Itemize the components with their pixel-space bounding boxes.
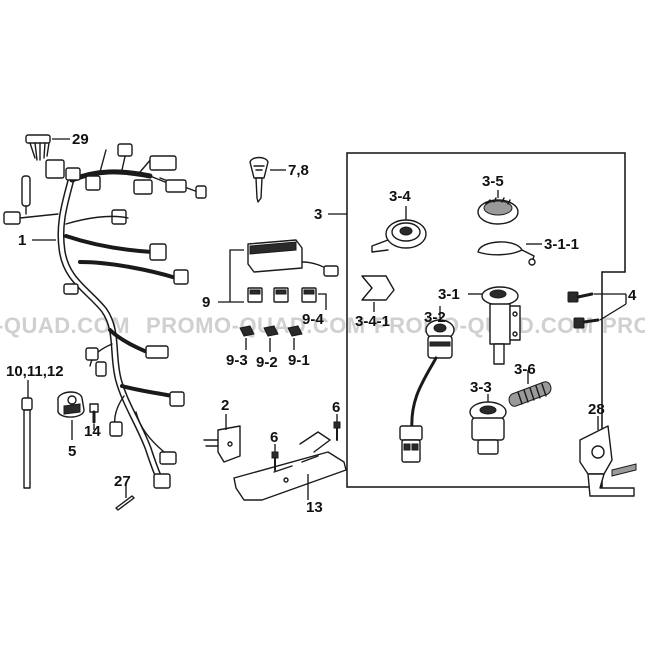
part-7-8-key: [249, 156, 269, 203]
callout-9-4: 9-4: [302, 311, 324, 328]
part-3-5-cap: [477, 197, 519, 225]
callout-6a: 6: [270, 429, 278, 446]
part-10-11-12-cable-tie: [21, 397, 33, 489]
callout-3-4: 3-4: [389, 188, 411, 205]
callout-3-6: 3-6: [514, 361, 536, 378]
part-3-6-spring: [508, 381, 552, 407]
callout-14: 14: [84, 423, 101, 440]
callout-28: 28: [588, 401, 605, 418]
part-5-clamp: [57, 391, 85, 418]
part-3-4-1-clip: [361, 275, 395, 301]
watermark-text-4: PRO: [602, 313, 645, 338]
part-14-screw: [89, 403, 99, 424]
part-3-4-cover: [371, 219, 427, 253]
callout-27: 27: [114, 473, 131, 490]
callout-3-3: 3-3: [470, 379, 492, 396]
callout-4: 4: [628, 287, 637, 304]
leader-4: [594, 293, 627, 321]
part-1-wiring-harness: [3, 143, 207, 489]
part-3-2-socket: [399, 319, 455, 463]
part-13-bracket: [233, 431, 347, 501]
callout-13: 13: [306, 499, 323, 516]
watermark-text-3: PROMO-QUAD.COM: [374, 313, 594, 338]
leader-9-bracket: [218, 249, 244, 303]
callout-5: 5: [68, 443, 76, 460]
part-4-bolts: [567, 291, 600, 329]
callout-3: 3: [314, 206, 322, 223]
group-3-frame: [346, 152, 626, 488]
callout-1: 1: [18, 232, 26, 249]
callout-3-1: 3-1: [438, 286, 460, 303]
callout-3-2: 3-2: [424, 309, 446, 326]
part-6-bolt-right: [333, 421, 341, 441]
part-3-1-1-seal: [477, 241, 536, 266]
callout-2: 2: [221, 397, 229, 414]
part-9-relay-box: [247, 239, 339, 277]
callout-29: 29: [72, 131, 89, 148]
part-28-side-bracket: [579, 425, 637, 497]
callout-7-8: 7,8: [288, 162, 309, 179]
part-2-bracket: [203, 425, 241, 463]
part-3-1-ignition-switch: [481, 286, 521, 365]
callout-9-1: 9-1: [288, 352, 310, 369]
callout-10-11-12: 10,11,12: [6, 363, 64, 380]
part-3-3-lock: [469, 401, 507, 455]
part-9-4-relays: [247, 287, 317, 303]
part-29-connector: [25, 134, 51, 161]
callout-9-3: 9-3: [226, 352, 248, 369]
callout-3-4-1: 3-4-1: [355, 313, 390, 330]
leader-9-4: [318, 293, 327, 310]
callout-3-5: 3-5: [482, 173, 504, 190]
callout-9: 9: [202, 294, 210, 311]
watermark-text-2: PROMO-QUAD.COM: [146, 313, 366, 338]
callout-3-1-1: 3-1-1: [544, 236, 579, 253]
part-27-pin: [115, 495, 135, 511]
callout-6b: 6: [332, 399, 340, 416]
callout-labels: 29 1 7,8 3 3-4 3-5 3-1-1 3-1 4 9 9-4 9-3…: [6, 131, 637, 516]
part-9-fuses: [239, 325, 303, 337]
callout-9-2: 9-2: [256, 354, 278, 371]
